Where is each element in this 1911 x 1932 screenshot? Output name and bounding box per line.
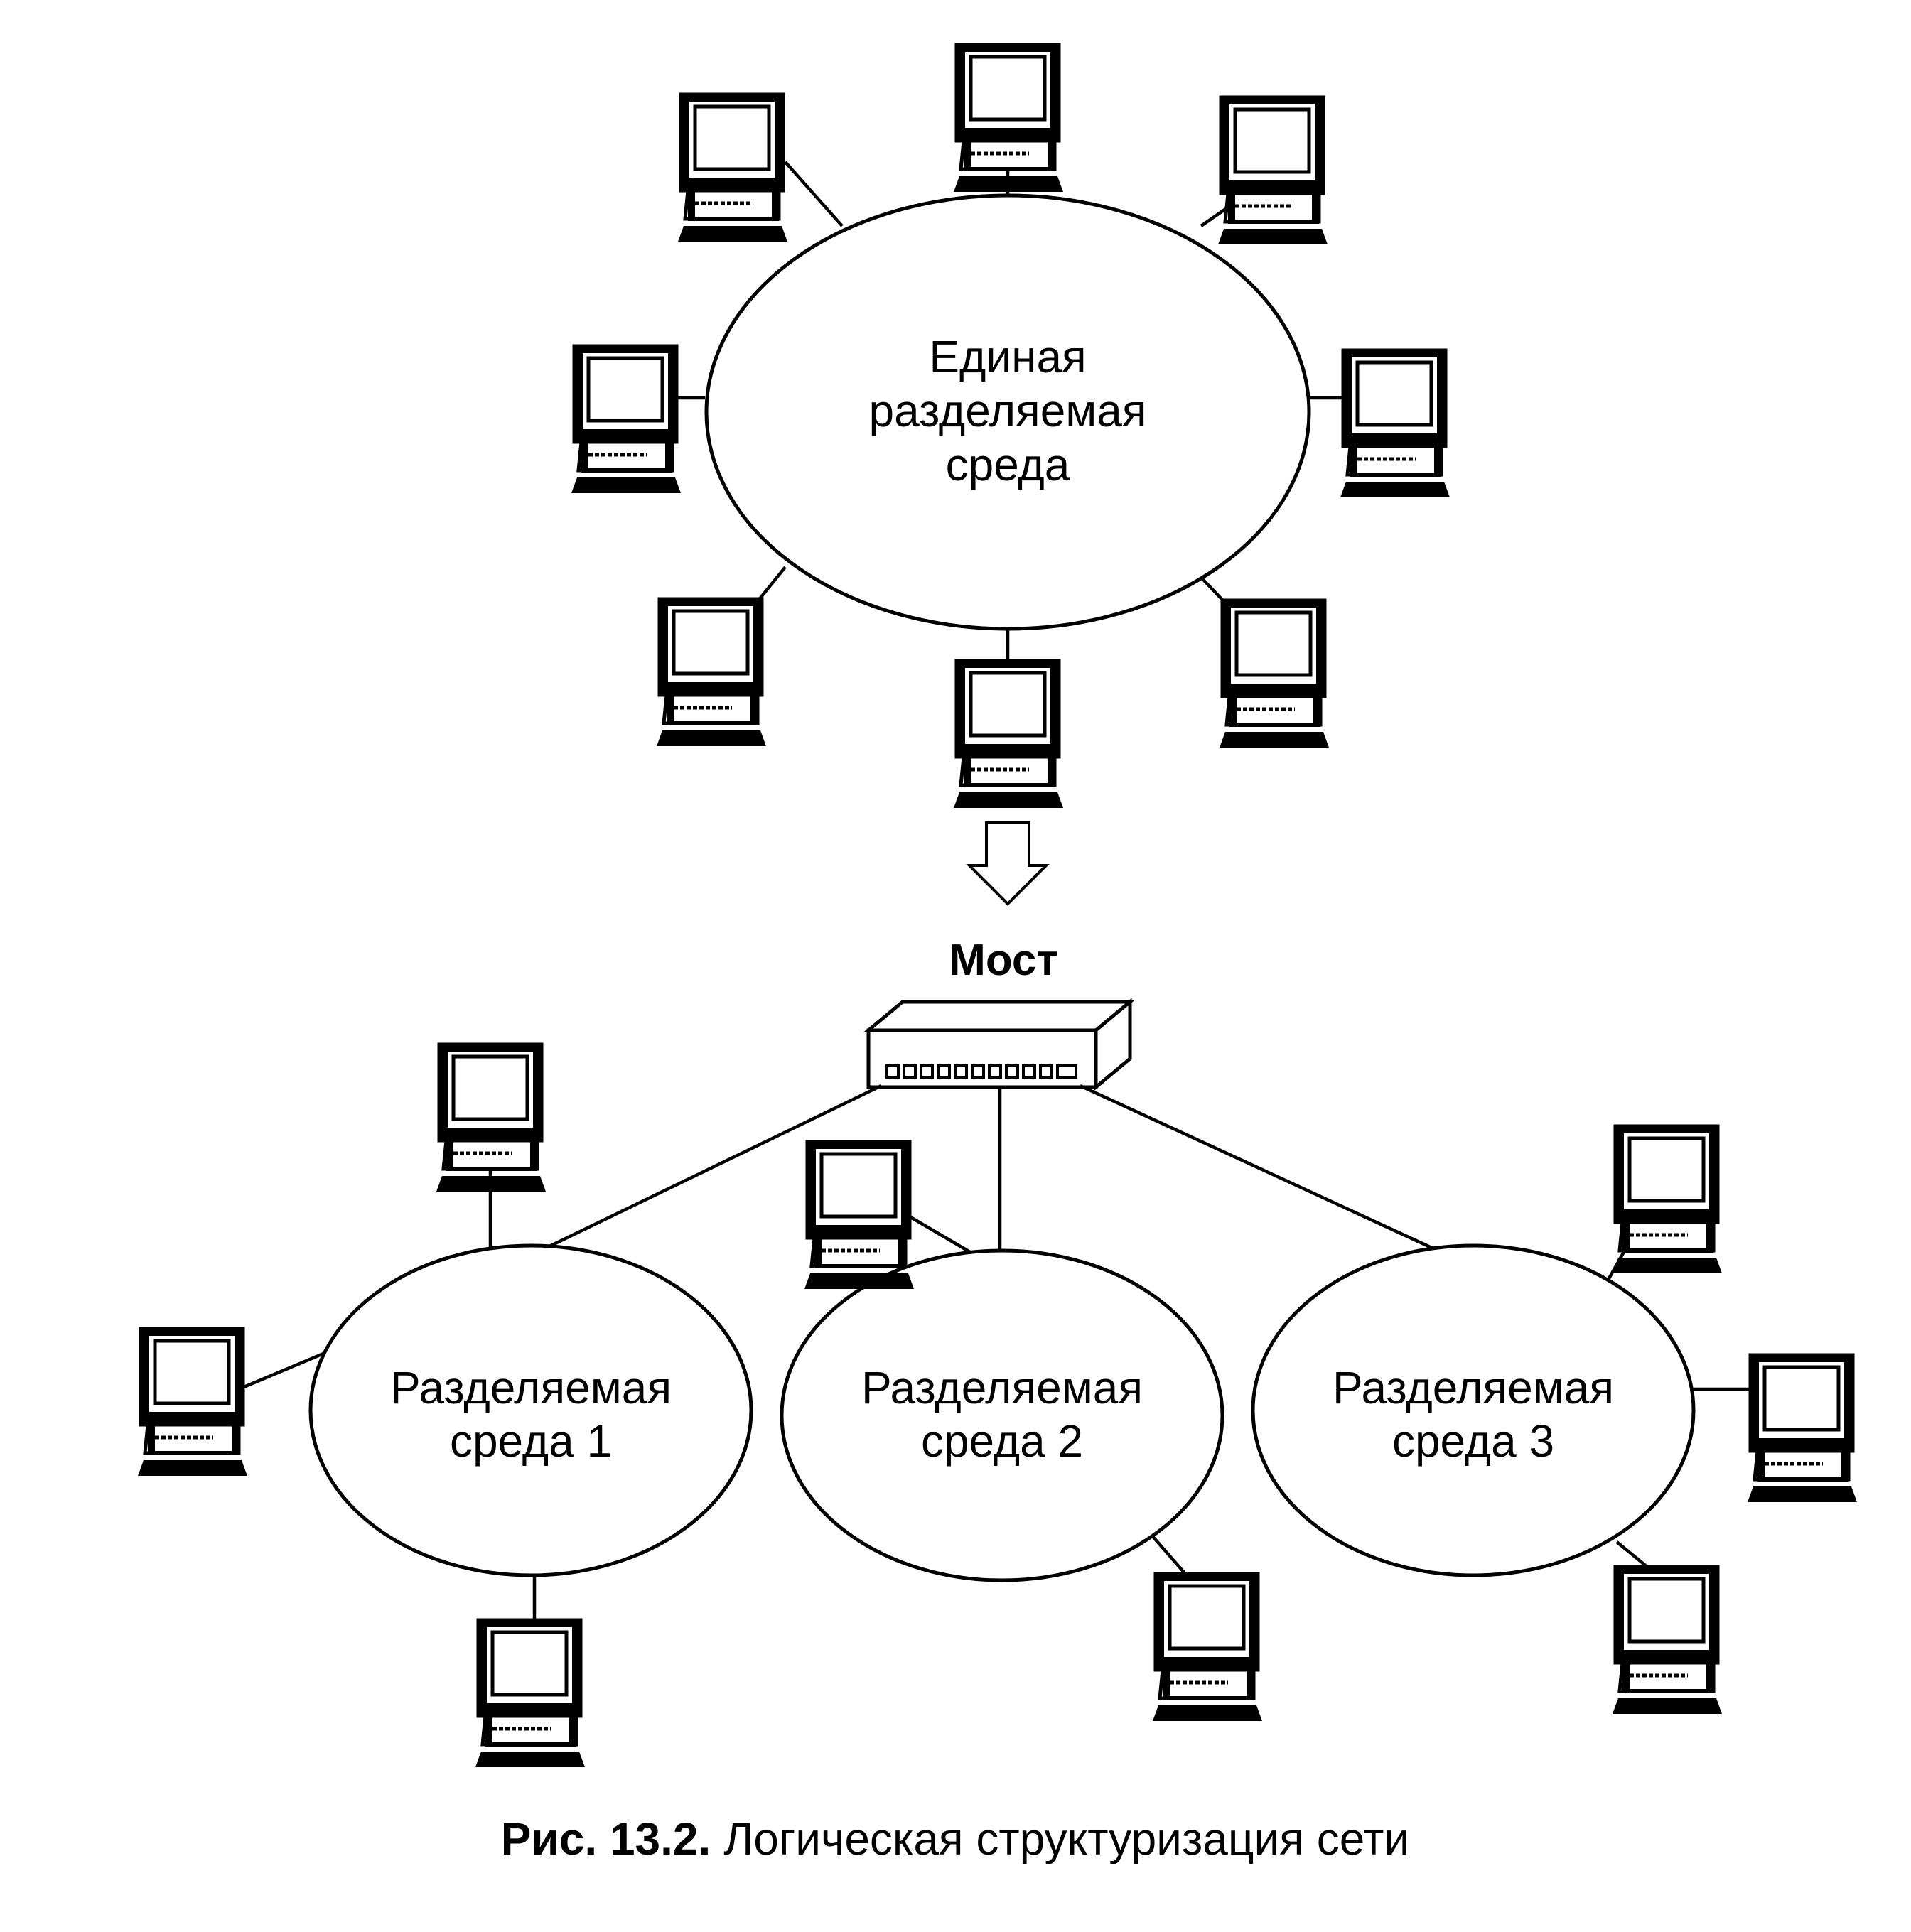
caption-number: Рис. 13.2. <box>501 1813 711 1864</box>
single-medium-label-line-1: Единая <box>929 331 1086 382</box>
computer-icon <box>138 1329 247 1476</box>
single-medium-label-line-2: разделяемая <box>868 385 1146 436</box>
shared-medium-1 <box>308 1243 753 1577</box>
computer-icon <box>954 45 1063 192</box>
computer-icon <box>1613 1567 1722 1714</box>
single-medium-label-line-3: среда <box>946 439 1070 490</box>
shared-medium-3 <box>1251 1243 1696 1577</box>
figure-caption: Рис. 13.2. Логическая структуризация сет… <box>501 1813 1409 1864</box>
segment-1-label-line-2: среда 1 <box>450 1415 612 1467</box>
computer-icon <box>475 1620 585 1767</box>
bridge-label: Мост <box>949 936 1058 985</box>
segment-3-label-line-2: среда 3 <box>1392 1415 1554 1467</box>
computer-icon <box>1218 97 1328 244</box>
computer-icon <box>804 1142 914 1289</box>
segment-1-label-line-1: Разделяемая <box>390 1362 672 1413</box>
down-arrow-icon <box>966 821 1050 906</box>
segment-3-label-line-1: Разделяемая <box>1333 1362 1614 1413</box>
computer-icon <box>1613 1126 1722 1273</box>
single-shared-medium <box>704 193 1311 631</box>
shared-medium-2 <box>780 1248 1224 1582</box>
computer-icon <box>1748 1355 1857 1502</box>
computer-icon <box>436 1045 546 1192</box>
caption-text: Логическая структуризация сети <box>723 1813 1409 1864</box>
computer-icon <box>678 95 787 242</box>
computer-icon <box>1153 1574 1262 1721</box>
computer-icon <box>1220 600 1329 748</box>
computer-icon <box>1340 350 1450 497</box>
computer-icon <box>954 661 1063 808</box>
bridge-device-icon <box>863 998 1135 1091</box>
segment-2-label-line-2: среда 2 <box>921 1415 1083 1467</box>
segment-2-label-line-1: Разделяемая <box>861 1362 1143 1413</box>
computer-icon <box>657 599 766 746</box>
computer-icon <box>571 346 681 493</box>
